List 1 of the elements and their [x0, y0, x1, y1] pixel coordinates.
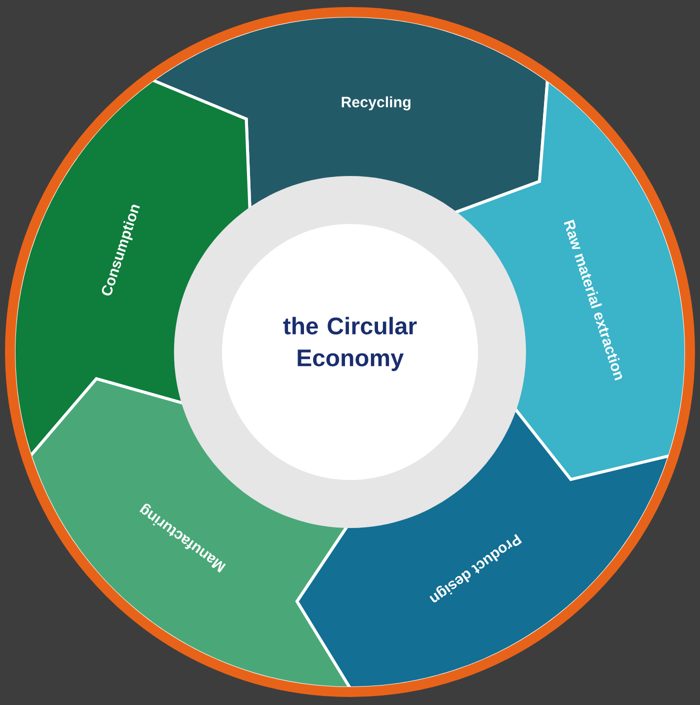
- segment: Recycling: [151, 14, 549, 216]
